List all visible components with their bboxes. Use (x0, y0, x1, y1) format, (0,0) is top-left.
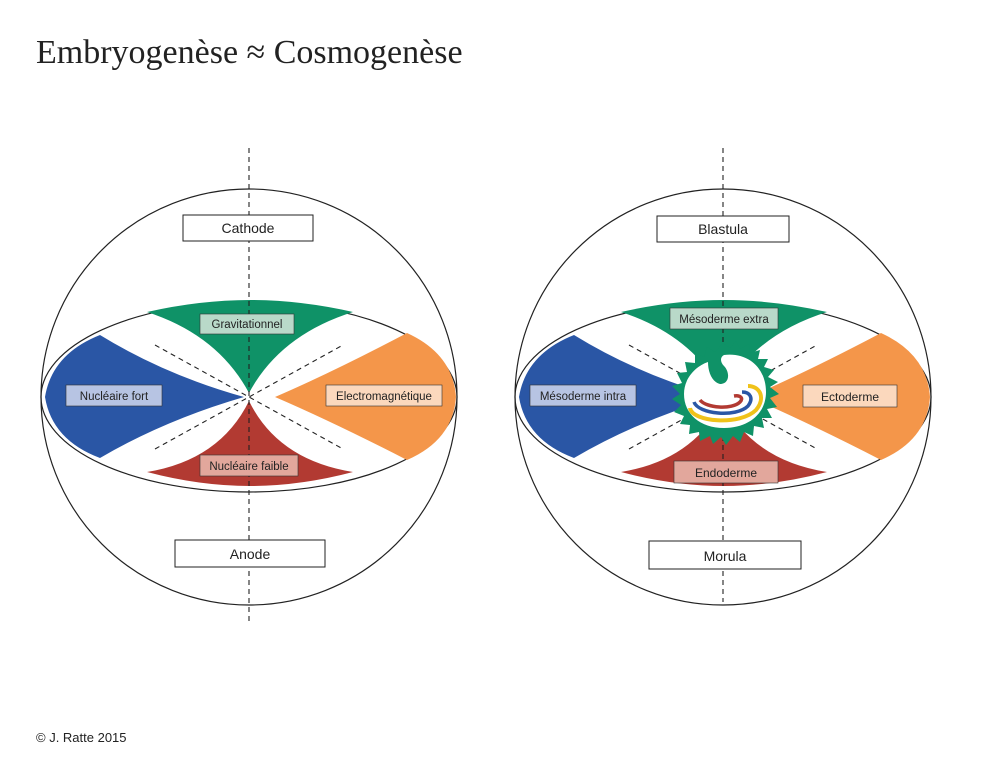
left-right-sector-label-box (325, 384, 443, 407)
right-bottom-label: Morula (704, 548, 747, 564)
right-bottom-sector-label: Endoderme (695, 466, 757, 480)
right-bottom-sector-label-box (673, 460, 779, 484)
right-right-sector-label-box (802, 384, 898, 408)
embryo-blue-spiral (692, 390, 753, 415)
left-top-label-box (182, 214, 314, 242)
left-right-sector-label: Electromagnétique (336, 391, 432, 403)
left-top-sector-label: Gravitationnel (212, 319, 283, 331)
right-top-sector-label: Mésoderme extra (679, 314, 769, 326)
right-diagram: Blastula Morula Mésoderme extra Mésoderm… (514, 148, 932, 606)
right-top-label: Blastula (698, 221, 748, 237)
right-left-sector-label: Mésoderme intra (540, 391, 627, 403)
embryo-illustration (672, 341, 779, 445)
left-bottom-label: Anode (230, 546, 271, 562)
copyright-text: © J. Ratte 2015 (36, 730, 127, 745)
left-bottom-sector-label-box (199, 454, 299, 477)
left-top-sector-label-box (199, 313, 295, 335)
left-bottom-label-box (174, 539, 326, 568)
left-diagram: Cathode Anode Gravitationnel Nucléaire f… (40, 148, 458, 622)
right-top-label-box (656, 215, 790, 243)
right-bottom-label-box (648, 540, 802, 570)
left-bottom-sector (147, 401, 353, 486)
left-top-sector (147, 300, 353, 393)
left-left-sector-label-box (65, 384, 163, 407)
right-left-sector-label-box (529, 384, 637, 407)
right-right-sector-label: Ectoderme (821, 390, 879, 404)
embryo-red-spiral (698, 394, 744, 409)
left-bottom-sector-label: Nucléaire faible (209, 461, 288, 473)
right-top-sector-label-box (669, 307, 779, 330)
left-top-label: Cathode (222, 220, 275, 236)
page-title: Embryogenèse ≈ Cosmogenèse (36, 34, 463, 71)
left-left-sector-label: Nucléaire fort (80, 391, 149, 403)
embryo-yellow-spiral (688, 384, 764, 423)
